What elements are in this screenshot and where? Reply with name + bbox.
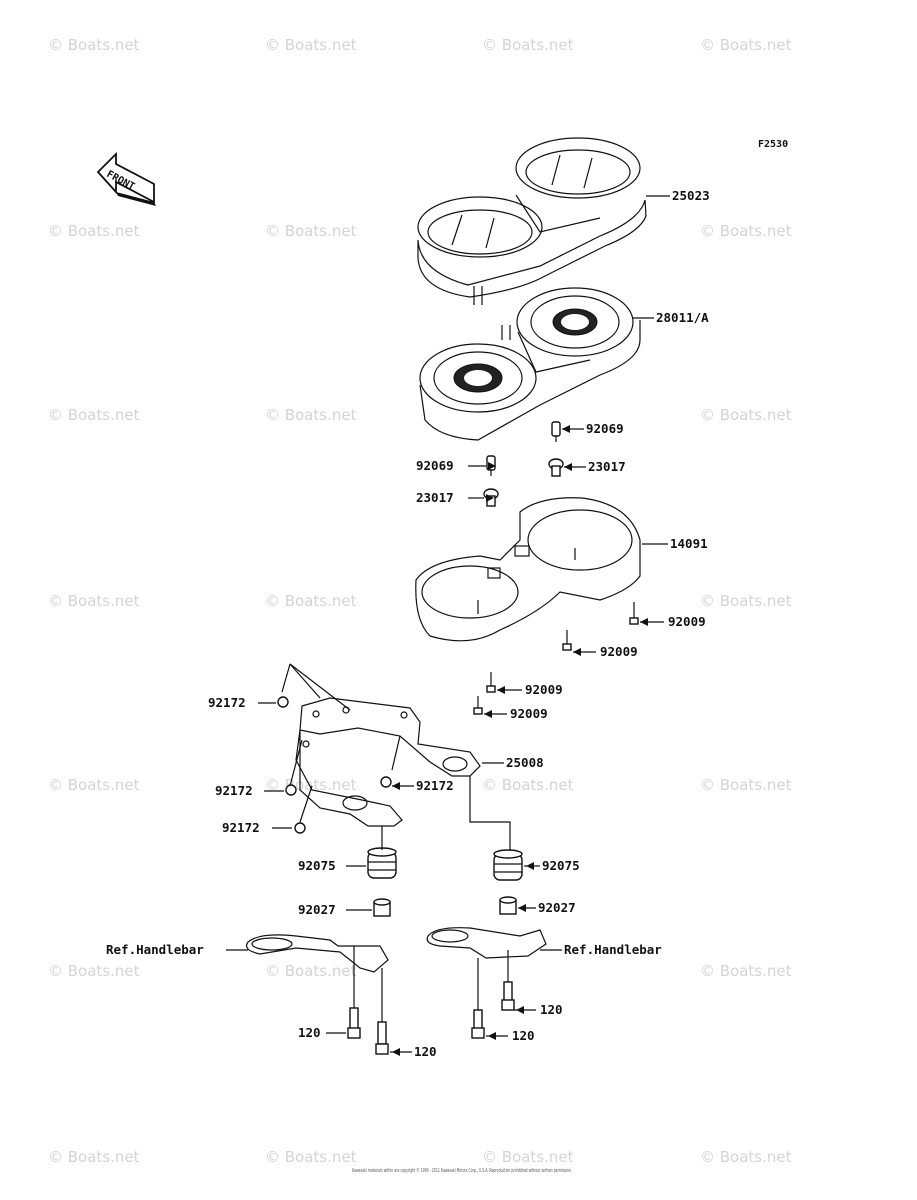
part-label-92027[interactable]: 92027 xyxy=(538,900,576,915)
part-label-23017[interactable]: 23017 xyxy=(416,490,454,505)
part-label-23017[interactable]: 23017 xyxy=(588,459,626,474)
leader-lines xyxy=(226,195,670,1053)
bulb-socket-drawing xyxy=(483,421,564,507)
part-label-92069[interactable]: 92069 xyxy=(416,458,454,473)
bracket-screw-drawing xyxy=(277,696,392,834)
watermark: © Boats.net xyxy=(48,962,140,980)
part-label-92172[interactable]: 92172 xyxy=(208,695,246,710)
part-label-92009[interactable]: 92009 xyxy=(668,614,706,629)
watermark: © Boats.net xyxy=(48,592,140,610)
part-label-28011a[interactable]: 28011/A xyxy=(656,310,709,325)
part-label-92009[interactable]: 92009 xyxy=(525,682,563,697)
part-label-25008[interactable]: 25008 xyxy=(506,755,544,770)
watermark: © Boats.net xyxy=(700,222,792,240)
watermark: © Boats.net xyxy=(48,1148,140,1166)
watermark: © Boats.net xyxy=(48,222,140,240)
watermark: © Boats.net xyxy=(700,406,792,424)
part-label-120[interactable]: 120 xyxy=(540,1002,563,1017)
part-label-ref-handlebar[interactable]: Ref.Handlebar xyxy=(106,942,204,957)
watermark: © Boats.net xyxy=(700,592,792,610)
watermark: © Boats.net xyxy=(48,406,140,424)
watermark: © Boats.net xyxy=(265,406,357,424)
part-label-120[interactable]: 120 xyxy=(298,1025,321,1040)
figure-code: F2530 xyxy=(758,139,788,150)
part-labels: 25023 28011/A 92069 92069 23017 23017 14… xyxy=(106,188,710,1059)
leader-arrows xyxy=(392,425,648,1056)
watermark: © Boats.net xyxy=(700,962,792,980)
watermark: © Boats.net xyxy=(265,222,357,240)
bolt-drawing xyxy=(347,981,515,1055)
part-label-92027[interactable]: 92027 xyxy=(298,902,336,917)
part-label-14091[interactable]: 14091 xyxy=(670,536,708,551)
watermark: © Boats.net xyxy=(48,36,140,54)
meter-bracket-drawing xyxy=(281,663,481,827)
watermark: © Boats.net xyxy=(482,776,574,794)
part-label-92009[interactable]: 92009 xyxy=(600,644,638,659)
watermark: © Boats.net xyxy=(265,592,357,610)
part-label-92172[interactable]: 92172 xyxy=(416,778,454,793)
collar-drawing xyxy=(373,896,517,917)
meter-cover-drawing xyxy=(417,137,647,305)
front-arrow-icon: FRONT xyxy=(96,151,156,206)
meter-unit-drawing xyxy=(419,287,641,441)
part-label-25023[interactable]: 25023 xyxy=(672,188,710,203)
watermark: © Boats.net xyxy=(700,1148,792,1166)
meter-case-drawing xyxy=(415,497,641,642)
grommet-drawing xyxy=(367,776,523,881)
watermark: © Boats.net xyxy=(265,1148,357,1166)
watermark: © Boats.net xyxy=(700,776,792,794)
watermark: © Boats.net xyxy=(482,1148,574,1166)
part-label-92172[interactable]: 92172 xyxy=(215,783,253,798)
part-label-92075[interactable]: 92075 xyxy=(298,858,336,873)
watermark: © Boats.net xyxy=(265,36,357,54)
part-label-120[interactable]: 120 xyxy=(414,1044,437,1059)
handlebar-holder-drawing xyxy=(245,927,547,1022)
copyright-notice: Kawasaki materials within are copyright … xyxy=(352,1167,572,1174)
watermarks: © Boats.net © Boats.net © Boats.net © Bo… xyxy=(48,36,792,1166)
part-label-92009[interactable]: 92009 xyxy=(510,706,548,721)
watermark: © Boats.net xyxy=(482,36,574,54)
part-label-ref-handlebar[interactable]: Ref.Handlebar xyxy=(564,942,662,957)
screw-drawing xyxy=(473,602,639,715)
watermark: © Boats.net xyxy=(265,962,357,980)
part-label-92075[interactable]: 92075 xyxy=(542,858,580,873)
watermark: © Boats.net xyxy=(48,776,140,794)
watermark: © Boats.net xyxy=(700,36,792,54)
part-label-92172[interactable]: 92172 xyxy=(222,820,260,835)
part-label-92069[interactable]: 92069 xyxy=(586,421,624,436)
part-label-120[interactable]: 120 xyxy=(512,1028,535,1043)
